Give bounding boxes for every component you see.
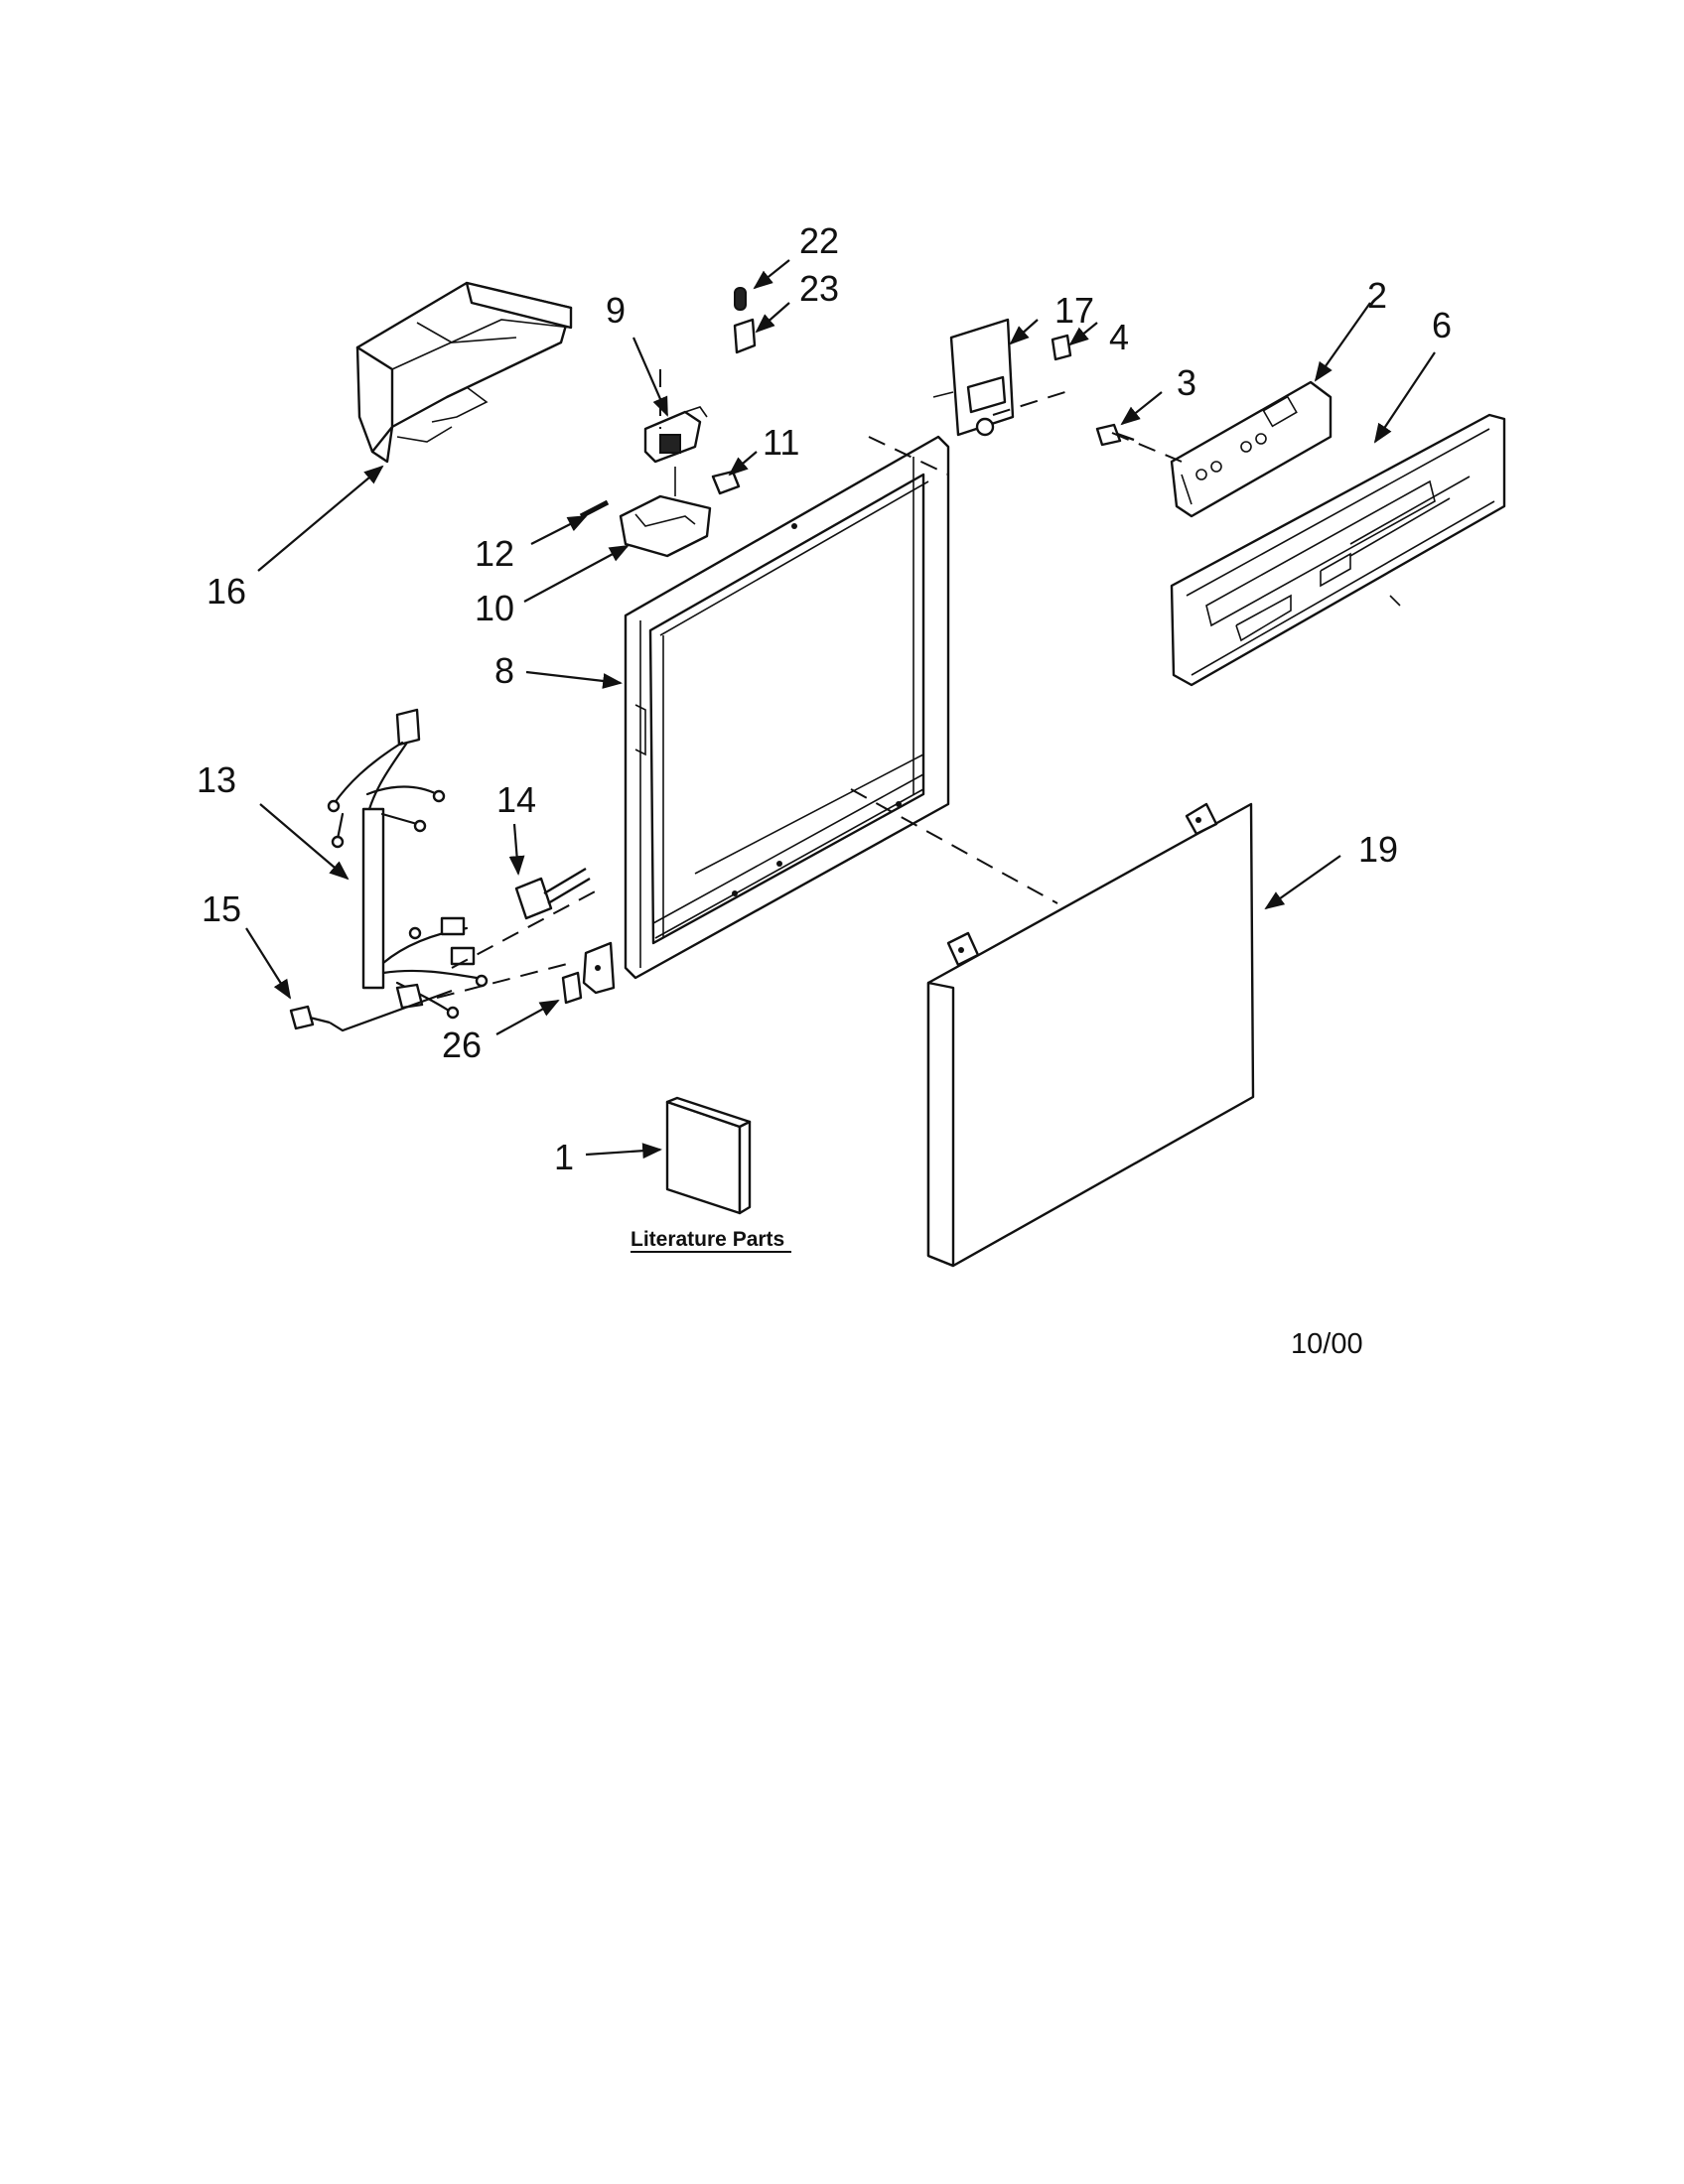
- part-2-control-module: [1170, 380, 1333, 518]
- label-6: 6: [1432, 305, 1452, 345]
- label-9: 9: [606, 290, 626, 331]
- part-23-clip: [733, 318, 757, 354]
- assembly-lines: [329, 369, 1183, 1032]
- part-1-literature-booklet: [665, 1096, 752, 1215]
- label-19: 19: [1358, 829, 1398, 870]
- label-16: 16: [207, 571, 246, 612]
- label-26: 26: [442, 1024, 482, 1065]
- date-code: 10/00: [1291, 1328, 1363, 1360]
- label-4: 4: [1109, 317, 1129, 357]
- label-2: 2: [1367, 275, 1387, 316]
- part-14-terminal-block: [514, 867, 591, 920]
- label-23: 23: [799, 268, 839, 309]
- part-labels: 22 23 9 11 12 10 8 16 17 4 3 2 6 19 13 1…: [197, 220, 1452, 1177]
- part-19-door-panel: [926, 802, 1255, 1268]
- label-15: 15: [202, 888, 241, 929]
- label-10: 10: [475, 588, 514, 628]
- literature-caption: Literature Parts: [631, 1228, 791, 1253]
- part-13-wire-harness: [327, 708, 489, 1020]
- leader-arrows: [245, 259, 1436, 1160]
- part-10-latch-housing: [619, 467, 712, 558]
- label-1: 1: [554, 1137, 574, 1177]
- part-26-clip: [561, 971, 583, 1005]
- part-22-spring: [734, 287, 747, 311]
- label-14: 14: [496, 779, 536, 820]
- part-17-switch-assembly: [932, 318, 1015, 437]
- part-4-button: [1051, 334, 1072, 361]
- part-6-console-panel: [1170, 413, 1506, 687]
- part-12-spring: [579, 499, 610, 519]
- label-13: 13: [197, 759, 236, 800]
- part-15-screw: [289, 1005, 331, 1030]
- part-8-door-frame: [624, 435, 950, 980]
- label-12: 12: [475, 533, 514, 574]
- label-22: 22: [799, 220, 839, 261]
- part-11-latch-pin: [711, 470, 741, 495]
- part-16-top-cover: [355, 281, 573, 464]
- literature-parts-label: Literature Parts: [631, 1228, 784, 1251]
- label-8: 8: [494, 650, 514, 691]
- part-3-screw: [1095, 423, 1135, 447]
- part-9-latch: [643, 406, 708, 464]
- frame-bracket: [582, 941, 616, 995]
- label-3: 3: [1177, 362, 1196, 403]
- label-11: 11: [763, 422, 799, 463]
- label-17: 17: [1054, 290, 1094, 331]
